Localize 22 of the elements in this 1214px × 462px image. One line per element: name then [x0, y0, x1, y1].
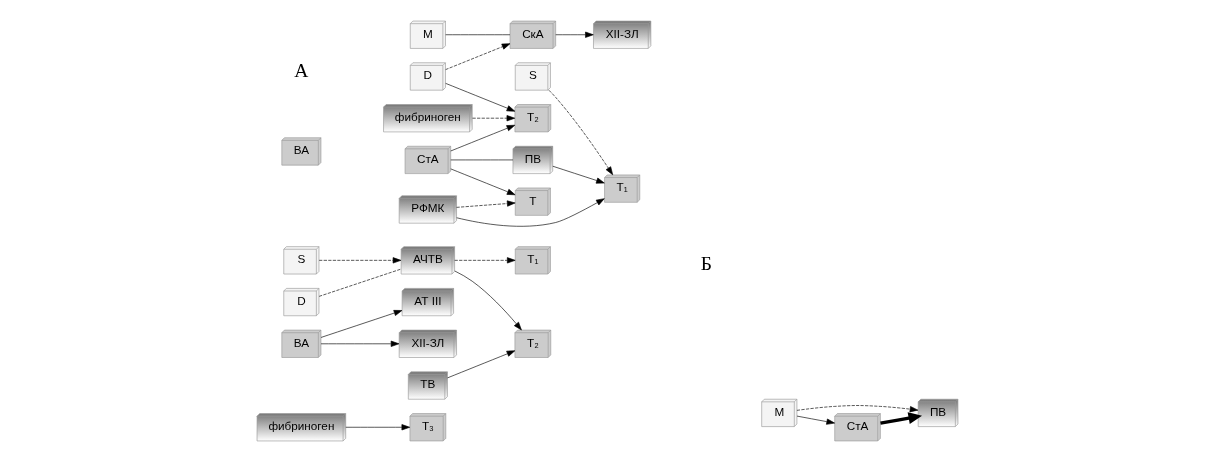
arrow: [455, 198, 605, 227]
arrow: [320, 310, 402, 338]
arrow: [796, 415, 835, 425]
arrow: [444, 83, 515, 112]
arrow: [318, 257, 401, 264]
arrow: [444, 43, 510, 70]
arrow: [320, 340, 399, 347]
arrow: [796, 405, 918, 413]
arrow: [471, 115, 515, 122]
arrow: [449, 168, 515, 196]
arrow: [554, 31, 594, 38]
arrow: [879, 412, 922, 425]
arrow: [552, 165, 605, 184]
arrow: [446, 350, 515, 379]
arrow: [548, 89, 613, 176]
arrow: [345, 424, 410, 431]
label: А: [293, 60, 308, 82]
label: Б: [700, 252, 712, 274]
arrow: [453, 270, 522, 331]
arrow: [453, 257, 515, 264]
arrow: [455, 200, 515, 208]
arrow: [449, 124, 515, 152]
